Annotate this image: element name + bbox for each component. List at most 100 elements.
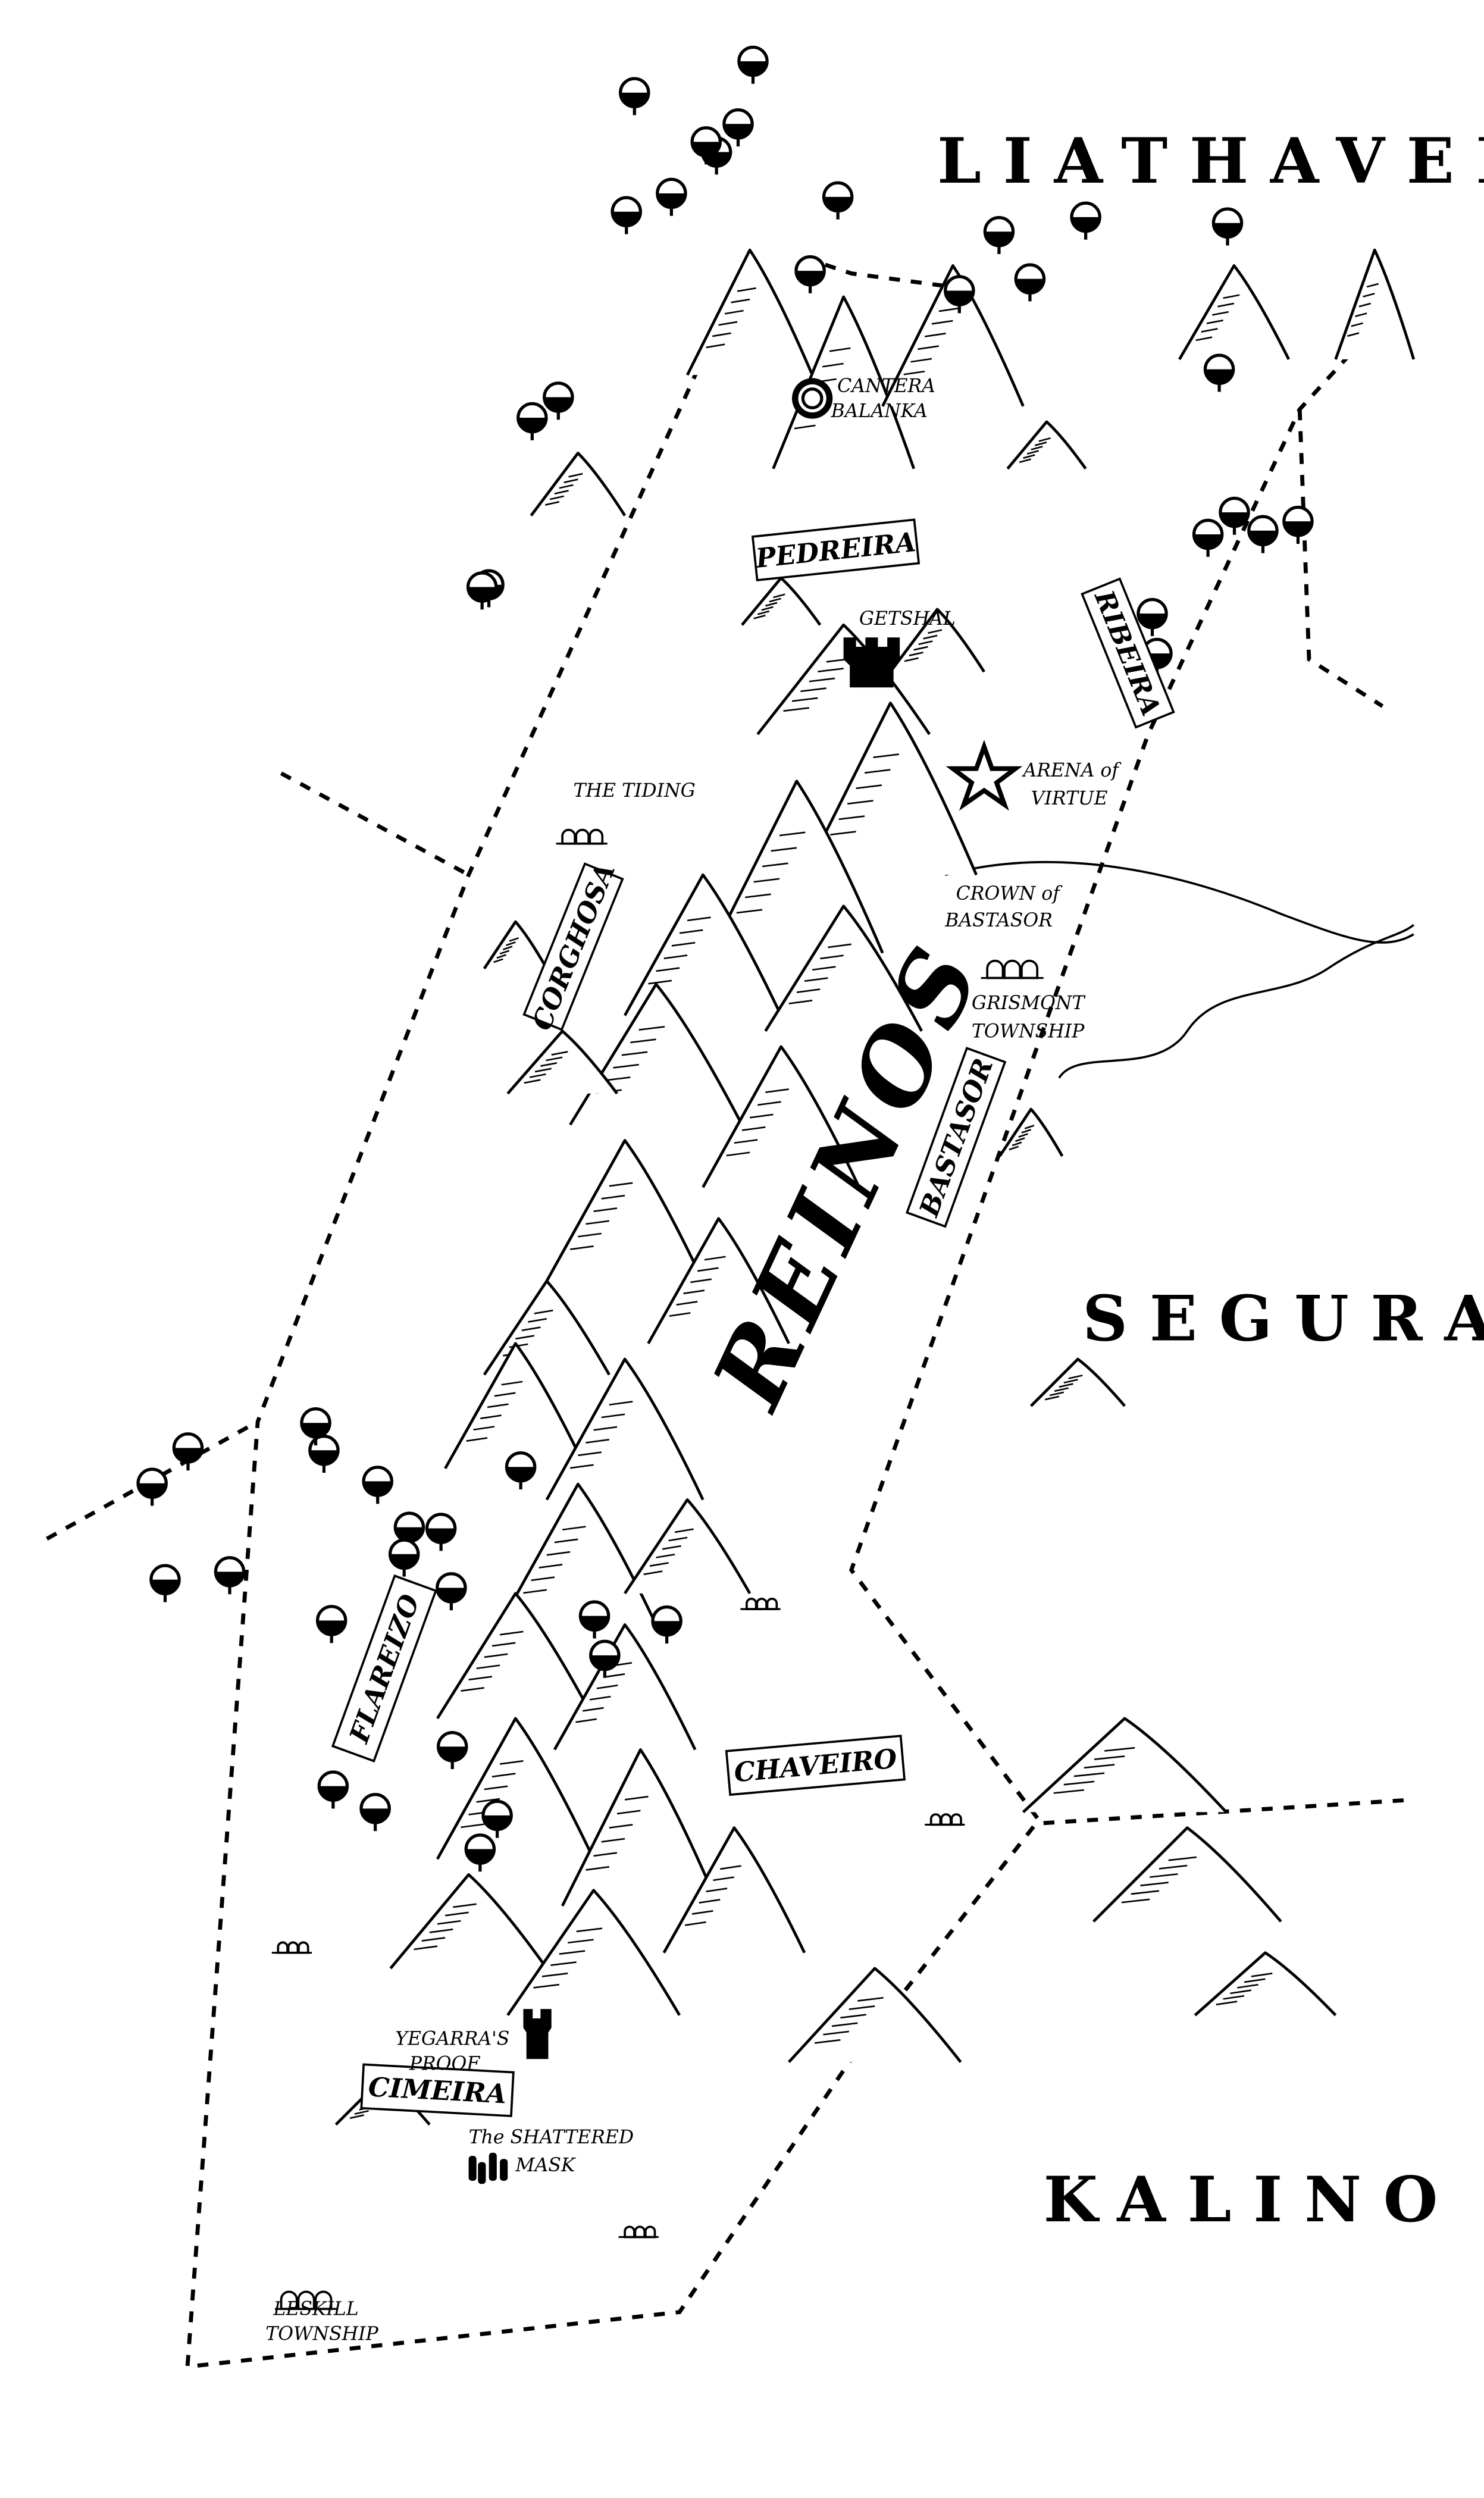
mountain-icon bbox=[499, 1482, 658, 1626]
mountain-icon bbox=[389, 1873, 548, 1970]
label-tiding: THE TIDING bbox=[573, 780, 695, 802]
tree-icon bbox=[1211, 207, 1244, 246]
province-flareizo: FLAREIZO bbox=[331, 1574, 437, 1763]
province-pedreira: PEDREIRA bbox=[751, 518, 921, 582]
village-icon bbox=[556, 828, 608, 845]
tree-icon bbox=[466, 571, 498, 610]
border-segura-kalino bbox=[1043, 1797, 1414, 1826]
province-label: CORGHOSA bbox=[525, 859, 621, 1035]
tree-icon bbox=[1203, 353, 1235, 392]
river-grismont bbox=[1058, 924, 1415, 1079]
mountain-icon bbox=[483, 1279, 610, 1376]
mountain-icon bbox=[1022, 1717, 1228, 1814]
tree-icon bbox=[722, 108, 754, 147]
tree-icon bbox=[308, 1434, 340, 1473]
tree-icon bbox=[619, 77, 650, 115]
label-getshal: GETSHAL bbox=[859, 608, 956, 630]
mountain-icon bbox=[662, 1826, 806, 1954]
village-icon bbox=[275, 2290, 338, 2311]
mountain-icon bbox=[998, 1107, 1064, 1157]
mountain-icon bbox=[803, 702, 978, 876]
tree-icon bbox=[505, 1451, 537, 1490]
tree-icon bbox=[1070, 201, 1101, 240]
star-icon bbox=[945, 740, 1023, 811]
tree-icon bbox=[1247, 515, 1279, 553]
tree-icon bbox=[1282, 505, 1314, 544]
tree-icon bbox=[690, 126, 722, 165]
village-icon bbox=[740, 1598, 781, 1610]
label-cantera-2: BALANKA bbox=[831, 400, 928, 422]
label-cantera-1: CANTERA bbox=[837, 375, 935, 397]
mountain-icon bbox=[483, 920, 548, 970]
tree-icon bbox=[481, 1799, 513, 1838]
province-label: CIMEIRA bbox=[368, 2071, 508, 2109]
region-label-liathaven: LIATHAVEN bbox=[937, 124, 1484, 198]
label-yegarra-1: YEGARRA'S bbox=[395, 2029, 509, 2050]
tree-icon bbox=[1137, 597, 1168, 636]
mountain-icon bbox=[553, 1623, 697, 1751]
mountain-icon bbox=[1092, 1826, 1282, 1923]
label-yegarra-2: PROOF bbox=[409, 2054, 481, 2075]
tree-icon bbox=[651, 1605, 682, 1644]
village-icon bbox=[981, 959, 1044, 979]
tree-icon bbox=[149, 1564, 181, 1602]
tree-icon bbox=[578, 1600, 610, 1639]
label-grismont-2: TOWNSHIP bbox=[972, 1021, 1085, 1042]
village-icon bbox=[925, 1813, 965, 1826]
castle-icon bbox=[843, 637, 900, 688]
tree-icon bbox=[589, 1639, 621, 1678]
rivers bbox=[944, 860, 1415, 1079]
mountain-icon bbox=[881, 264, 1025, 407]
tower-icon bbox=[523, 2009, 552, 2059]
border-liathaven-segura bbox=[1297, 409, 1384, 708]
mountain-icon bbox=[506, 1029, 618, 1095]
spiral-icon bbox=[792, 378, 833, 419]
mountain-icon bbox=[561, 1748, 720, 1907]
tree-icon bbox=[822, 181, 854, 220]
tree-icon bbox=[1014, 263, 1046, 302]
tree-icon bbox=[214, 1556, 246, 1595]
tree-icon bbox=[317, 1770, 349, 1809]
label-leskill-2: TOWNSHIP bbox=[265, 2324, 378, 2345]
mountain-icon bbox=[436, 1717, 595, 1860]
tree-icon bbox=[610, 196, 642, 234]
forests bbox=[136, 45, 1314, 1872]
tree-icon bbox=[794, 255, 826, 293]
mountain-icon bbox=[889, 608, 985, 673]
border-west-spur bbox=[280, 771, 470, 877]
province-corghosa: CORGHOSA bbox=[522, 859, 624, 1035]
reinos-border-east bbox=[849, 334, 1369, 2061]
tree-icon bbox=[359, 1793, 391, 1832]
mountain-icon bbox=[702, 1045, 861, 1188]
mountain-icon bbox=[764, 904, 923, 1032]
mountain-icon bbox=[624, 873, 782, 1016]
label-arena-2: VIRTUE bbox=[1031, 788, 1108, 809]
mountain-icon bbox=[1030, 1357, 1126, 1407]
label-crown-1: CROWN of bbox=[956, 883, 1063, 904]
tree-icon bbox=[1192, 518, 1224, 557]
tree-icon bbox=[516, 402, 548, 440]
tree-icon bbox=[543, 381, 574, 420]
mountain-icon bbox=[530, 452, 627, 516]
region-label-kalino: KALINO bbox=[1044, 2162, 1460, 2236]
mountain-icon bbox=[686, 248, 814, 376]
label-grismont-1: GRISMONT bbox=[972, 993, 1086, 1014]
ruins-icon bbox=[468, 2152, 508, 2184]
tree-icon bbox=[315, 1605, 347, 1644]
mountain-icon bbox=[1194, 1951, 1337, 2017]
label-arena-1: ARENA of bbox=[1022, 760, 1122, 781]
mountain-icon bbox=[436, 1592, 595, 1720]
mountain-icon bbox=[1178, 264, 1290, 361]
mountain-range bbox=[334, 248, 1416, 2126]
tree-icon bbox=[737, 45, 769, 84]
tree-icon bbox=[172, 1432, 204, 1471]
mountain-icon bbox=[545, 1139, 705, 1282]
tree-icon bbox=[1219, 496, 1250, 535]
region-label-segura: SEGURA bbox=[1082, 1282, 1484, 1356]
label-leskill-1: LESKILL bbox=[273, 2299, 358, 2320]
village-icon bbox=[271, 1941, 312, 1954]
label-crown-2: BASTASOR bbox=[944, 910, 1053, 931]
mountain-icon bbox=[741, 577, 822, 626]
mountain-icon bbox=[506, 1889, 681, 2017]
tree-icon bbox=[436, 1731, 468, 1770]
